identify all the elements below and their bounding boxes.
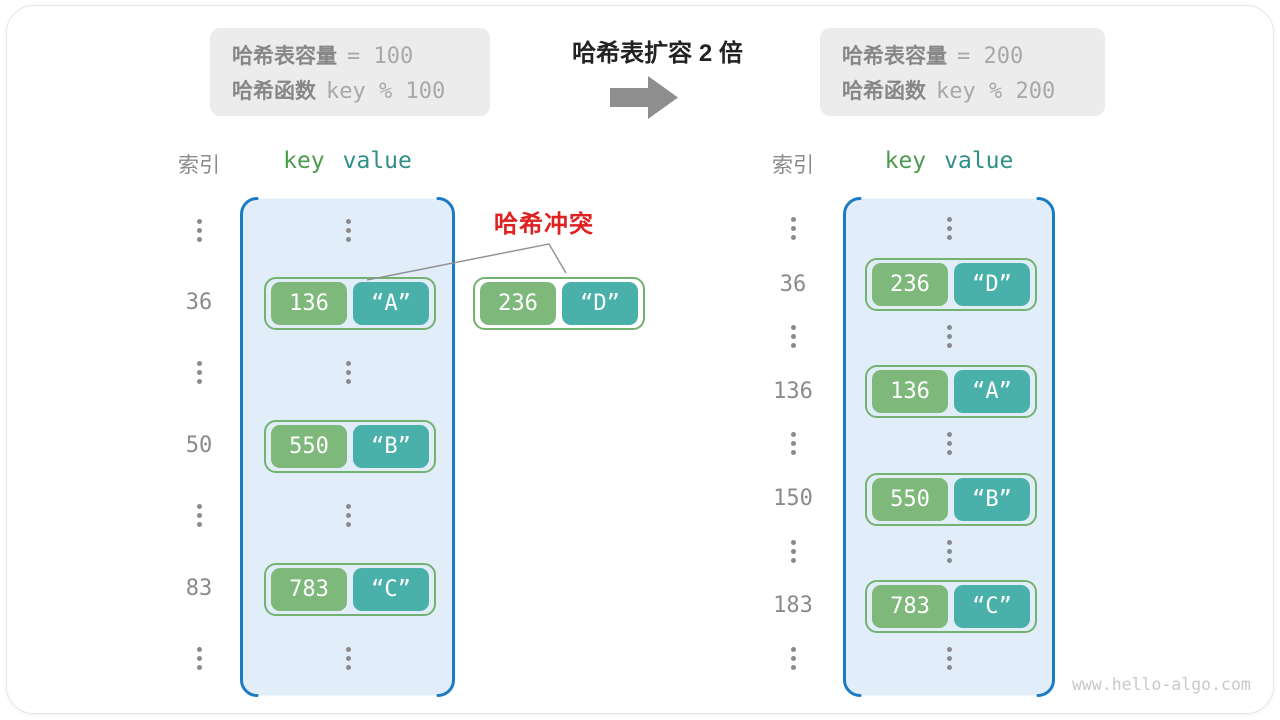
index-cell: 150 — [773, 486, 813, 511]
capacity-label: 哈希表容量 — [232, 44, 337, 68]
pair-value: “C” — [353, 568, 429, 611]
capacity-value: = 200 — [957, 43, 1024, 69]
ellipsis-icon — [170, 504, 228, 527]
ellipsis-icon — [170, 361, 228, 384]
pair-key: 236 — [872, 263, 948, 306]
pair-key: 136 — [271, 282, 347, 325]
pair-value: “A” — [954, 370, 1030, 413]
ellipsis-icon — [920, 647, 978, 670]
capacity-value: = 100 — [347, 43, 414, 69]
ellipsis-icon — [764, 432, 822, 455]
ellipsis-icon — [764, 647, 822, 670]
expand-arrow-icon — [610, 76, 678, 119]
index-cell: 36 — [185, 290, 213, 315]
pair-value: “C” — [954, 585, 1030, 628]
pair-key: 136 — [872, 370, 948, 413]
ellipsis-icon — [319, 361, 377, 384]
index-header-before: 索引 — [178, 154, 220, 177]
index-cell: 83 — [185, 576, 213, 601]
pair-key: 783 — [872, 585, 948, 628]
kv-header-before: key value — [240, 148, 455, 174]
key-header: key — [884, 148, 927, 174]
hash-function-label: 哈希函数 — [842, 79, 926, 103]
value-header: value — [944, 148, 1014, 174]
capacity-box-after: 哈希表容量 = 200 哈希函数 key % 200 — [820, 28, 1105, 116]
pair-key: 783 — [271, 568, 347, 611]
ellipsis-icon — [319, 647, 377, 670]
ellipsis-icon — [920, 217, 978, 240]
capacity-label: 哈希表容量 — [842, 44, 947, 68]
pair-key: 550 — [271, 425, 347, 468]
collision-label: 哈希冲突 — [494, 211, 594, 238]
pair-value: “B” — [954, 478, 1030, 521]
ellipsis-icon — [920, 325, 978, 348]
pair-550-B: 550 “B” — [865, 473, 1037, 526]
expand-title: 哈希表扩容 2 倍 — [572, 40, 743, 67]
hash-function-label: 哈希函数 — [232, 79, 316, 103]
pair-value: “B” — [353, 425, 429, 468]
capacity-line: 哈希表容量 = 200 — [842, 40, 1105, 70]
capacity-box-before: 哈希表容量 = 100 哈希函数 key % 100 — [210, 28, 490, 116]
hash-function-line: 哈希函数 key % 200 — [842, 75, 1105, 105]
ellipsis-icon — [920, 432, 978, 455]
pair-783-C: 783 “C” — [865, 580, 1037, 633]
ellipsis-icon — [920, 540, 978, 563]
value-header: value — [342, 148, 412, 174]
pair-value: “A” — [353, 282, 429, 325]
table-outline — [843, 197, 1055, 697]
ellipsis-icon — [319, 504, 377, 527]
pair-key: 550 — [872, 478, 948, 521]
ellipsis-icon — [764, 540, 822, 563]
pair-136-A: 136 “A” — [264, 277, 436, 330]
kv-header-after: key value — [843, 148, 1055, 174]
hash-table-before: 136 “A” 550 “B” 783 “C” — [240, 197, 455, 697]
ellipsis-icon — [764, 217, 822, 240]
key-header: key — [283, 148, 325, 174]
pair-value: “D” — [562, 282, 638, 325]
ellipsis-icon — [170, 219, 228, 242]
hash-function-line: 哈希函数 key % 100 — [232, 75, 490, 105]
ellipsis-icon — [764, 325, 822, 348]
index-cell: 50 — [185, 433, 213, 458]
pair-550-B: 550 “B” — [264, 420, 436, 473]
pair-136-A: 136 “A” — [865, 365, 1037, 418]
ellipsis-icon — [319, 219, 377, 242]
index-header-after: 索引 — [772, 154, 814, 177]
pair-key: 236 — [480, 282, 556, 325]
index-cell: 183 — [773, 593, 813, 618]
pair-783-C: 783 “C” — [264, 563, 436, 616]
pair-236-D: 236 “D” — [865, 258, 1037, 311]
collision-pair-236-D: 236 “D” — [473, 277, 645, 330]
index-cell: 36 — [779, 272, 807, 297]
hash-function-value: key % 200 — [936, 78, 1056, 104]
card-frame — [6, 5, 1274, 714]
index-cell: 136 — [773, 379, 813, 404]
hash-table-after: 236 “D” 136 “A” 550 “B” 783 “C” — [843, 197, 1055, 697]
ellipsis-icon — [170, 647, 228, 670]
watermark: www.hello-algo.com — [1072, 675, 1251, 694]
pair-value: “D” — [954, 263, 1030, 306]
hash-function-value: key % 100 — [326, 78, 446, 104]
capacity-line: 哈希表容量 = 100 — [232, 40, 490, 70]
